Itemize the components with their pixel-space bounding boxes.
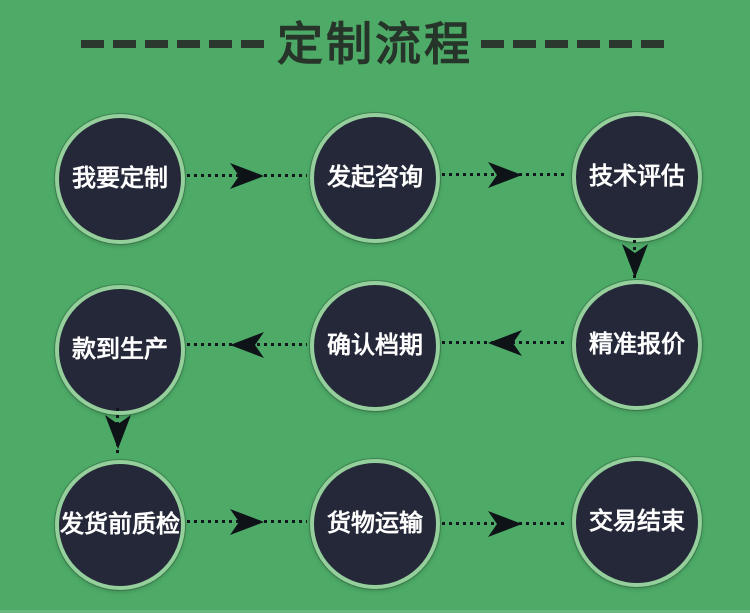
flow-node-payment-production: 款到生产 (55, 285, 185, 415)
connector-2-right (442, 160, 568, 190)
arrow-left-icon (230, 332, 264, 358)
connector-4-left (442, 328, 568, 358)
flow-node-label: 发货前质检 (60, 511, 180, 538)
flow-node-preshipment-inspection: 发货前质检 (55, 460, 185, 590)
flow-node-label: 确认档期 (327, 332, 423, 359)
title-row: 定制流程 (0, 16, 750, 72)
connector-7-right (187, 507, 307, 537)
connector-8-right (442, 509, 568, 539)
flow-node-custom-request: 我要定制 (55, 114, 185, 244)
arrow-right-icon (488, 162, 522, 188)
arrow-right-icon (230, 509, 264, 535)
connector-5-left (187, 330, 307, 360)
arrow-left-icon (488, 330, 522, 356)
flow-node-confirm-schedule: 确认档期 (310, 281, 440, 411)
connector-3-down (620, 240, 650, 282)
flow-node-start-inquiry: 发起咨询 (310, 113, 440, 243)
connector-6-down (103, 408, 133, 456)
flow-node-label: 精准报价 (589, 331, 685, 358)
flow-node-label: 货物运输 (327, 510, 423, 537)
flow-node-label: 发起咨询 (327, 164, 423, 191)
connector-1-right (187, 161, 307, 191)
flow-node-transaction-complete: 交易结束 (572, 457, 702, 587)
flow-node-label: 款到生产 (72, 336, 168, 363)
arrow-right-icon (230, 163, 264, 189)
flow-node-accurate-quote: 精准报价 (572, 280, 702, 410)
title-dash-left (81, 40, 269, 48)
flow-node-label: 我要定制 (72, 165, 168, 192)
flow-node-label: 交易结束 (589, 508, 685, 535)
page-title: 定制流程 (277, 18, 473, 70)
arrow-down-icon (105, 415, 131, 449)
flow-node-label: 技术评估 (589, 163, 685, 190)
arrow-down-icon (622, 244, 648, 278)
flow-node-cargo-transport: 货物运输 (310, 459, 440, 589)
arrow-right-icon (488, 511, 522, 537)
title-dash-right (481, 40, 669, 48)
bottom-edge-strip (0, 610, 750, 613)
flow-node-technical-evaluation: 技术评估 (572, 112, 702, 242)
